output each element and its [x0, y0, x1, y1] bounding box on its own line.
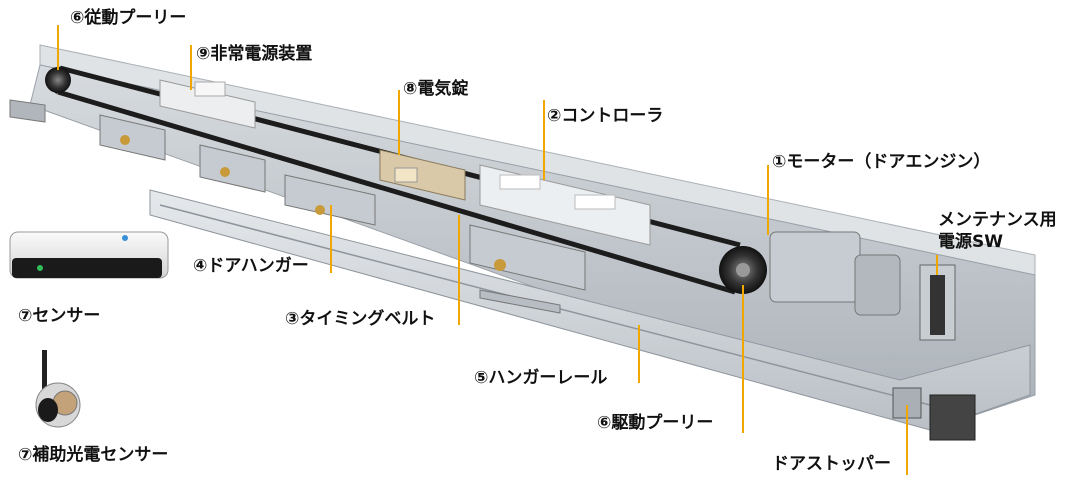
- label-timing-belt: ③タイミングベルト: [285, 309, 436, 329]
- leader-door-hanger: [330, 205, 332, 273]
- label-hanger-rail: ⑤ハンガーレール: [474, 368, 608, 388]
- electric-lock-unit: [379, 149, 466, 201]
- door-hanger-3: [284, 174, 376, 226]
- door-hanger-1: [99, 114, 166, 161]
- label-maintenance-sw-2: 電源SW: [938, 232, 1003, 252]
- leader-electric-lock: [398, 90, 400, 155]
- label-door-stopper: ドアストッパー: [772, 454, 891, 474]
- leader-motor: [767, 165, 769, 235]
- aux-photo-sensor-device: [35, 350, 81, 428]
- leader-drive-pulley: [742, 285, 744, 433]
- label-electric-lock: ⑧電気錠: [403, 79, 469, 99]
- maintenance-switch: [919, 264, 956, 341]
- leader-controller: [543, 100, 545, 180]
- hanger-rail-profile: [149, 189, 1031, 431]
- label-sensor: ⑦センサー: [18, 306, 101, 326]
- label-follower-pulley: ⑥従動プーリー: [70, 8, 187, 28]
- leader-hanger-rail: [638, 325, 640, 383]
- label-drive-pulley: ⑥駆動プーリー: [597, 413, 714, 433]
- leader-door-stopper: [906, 405, 908, 475]
- label-door-hanger: ④ドアハンガー: [193, 256, 309, 276]
- label-emergency-power: ⑨非常電源装置: [196, 44, 313, 64]
- door-hanger-2: [199, 144, 266, 193]
- leader-timing-belt: [458, 215, 460, 325]
- label-aux-photo-sensor: ⑦補助光電センサー: [18, 445, 169, 465]
- door-hanger-4: [469, 224, 586, 314]
- label-motor: ①モーター（ドアエンジン）: [772, 152, 991, 172]
- motor-unit: [719, 231, 901, 316]
- leader-follower-pulley: [57, 25, 59, 70]
- label-controller: ②コントローラ: [547, 106, 664, 126]
- follower-pulley: [45, 67, 71, 93]
- sensor-device: [9, 231, 169, 279]
- label-maintenance-sw-1: メンテナンス用: [938, 210, 1057, 230]
- leader-maintenance-sw: [936, 255, 938, 275]
- leader-emergency-power: [190, 45, 192, 90]
